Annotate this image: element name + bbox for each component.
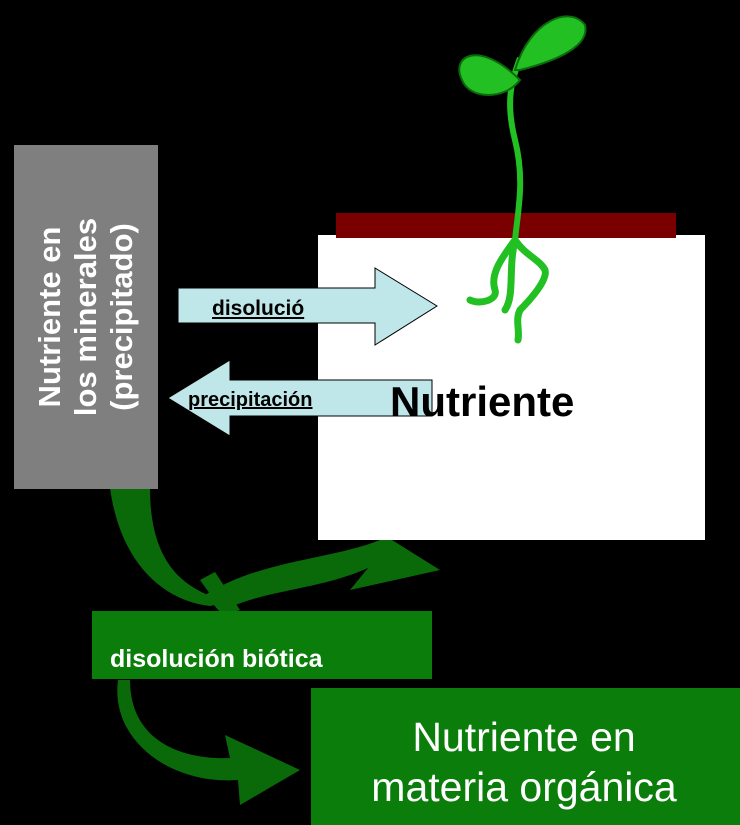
plant-leaf-left bbox=[458, 54, 522, 96]
mineral-box bbox=[14, 145, 158, 489]
solution-label: Nutriente bbox=[390, 378, 575, 425]
biotic-dissolution-label: disolución biótica bbox=[110, 645, 323, 673]
precipitation-arrow bbox=[167, 359, 433, 437]
plant-roots bbox=[466, 236, 549, 344]
organic-label-line2: materia orgánica bbox=[371, 764, 677, 810]
cycle-arrow-down bbox=[117, 680, 301, 805]
dissolution-arrow bbox=[177, 267, 438, 346]
cycle-arrow-left bbox=[110, 488, 230, 606]
precipitation-label: precipitación bbox=[188, 389, 313, 411]
cycle-arrow-up bbox=[205, 520, 440, 612]
biotic-dissolution-box bbox=[92, 611, 432, 679]
cycle-arrow-inner bbox=[200, 572, 240, 615]
plant-leaf-right bbox=[513, 15, 587, 71]
soil-surface-bar bbox=[336, 213, 676, 238]
dissolution-label: disolució bbox=[212, 297, 305, 320]
organic-matter-box bbox=[311, 688, 740, 825]
organic-label-line1: Nutriente en bbox=[412, 714, 636, 760]
organic-matter-label: Nutriente en materia orgánica bbox=[311, 712, 737, 812]
